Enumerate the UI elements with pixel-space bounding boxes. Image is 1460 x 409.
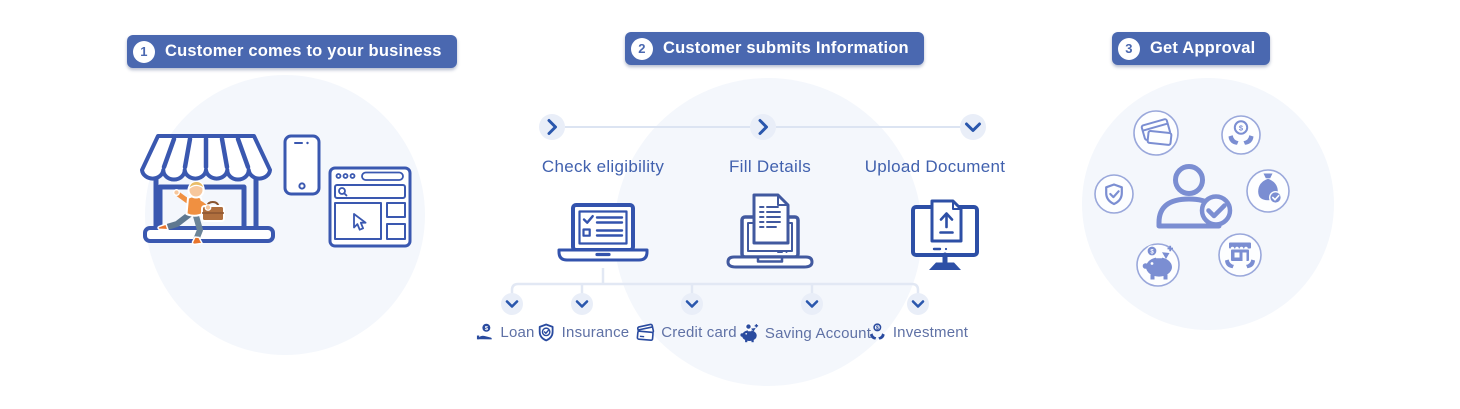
credit-cards-icon (1140, 118, 1173, 146)
storefront-icon (140, 134, 275, 243)
laptop-checklist-icon (557, 203, 649, 262)
browser-window-icon (328, 166, 412, 248)
product-saving-account: Saving Account (739, 323, 871, 343)
product-investment: $ Investment (868, 323, 968, 342)
branch-lines (510, 268, 920, 298)
chevron-right-icon (758, 119, 768, 135)
product-label: Loan (500, 324, 535, 341)
smartphone-icon (283, 134, 321, 196)
chevron-down-icon (965, 122, 981, 132)
credit-cards-icon (636, 323, 655, 342)
step-2-number: 2 (631, 37, 653, 60)
step-badge-2: 2 Customer submits Information (625, 32, 924, 65)
hands-coin-icon: $ (869, 323, 885, 340)
svg-text:$: $ (876, 325, 879, 331)
product-credit-card: Credit card (635, 323, 737, 342)
product-label: Saving Account (764, 324, 872, 342)
substep-label-upload-document: Upload Document (864, 157, 1006, 176)
product-label: Insurance (561, 324, 630, 341)
chevron-down-icon (805, 300, 819, 308)
svg-text:$: $ (1239, 124, 1244, 133)
step-1-number: 1 (133, 40, 155, 63)
approval-illustration: $ $ (1094, 110, 1290, 287)
step-3-number: 3 (1118, 37, 1140, 60)
substep-label-check-eligibility: Check eligibility (541, 157, 665, 176)
svg-text:$: $ (485, 326, 489, 332)
shield-check-icon (1105, 183, 1123, 206)
substep-label-fill-details: Fill Details (728, 157, 812, 176)
step-3-label: Get Approval (1150, 39, 1256, 57)
chevron-down-icon (575, 300, 589, 308)
money-bag-check-icon (1258, 173, 1282, 204)
chevron-right-icon (547, 119, 557, 135)
step-1-label: Customer comes to your business (165, 42, 442, 60)
chevron-down-icon (685, 300, 699, 308)
step-2-label: Customer submits Information (663, 39, 909, 57)
monitor-upload-icon (911, 199, 979, 270)
step-badge-3: 3 Get Approval (1112, 32, 1271, 65)
svg-text:$: $ (1150, 250, 1154, 256)
laptop-document-icon (726, 193, 814, 269)
hand-coin-icon: $ (476, 323, 492, 340)
product-label: Credit card (661, 324, 737, 341)
branch-chevrons (501, 293, 929, 315)
running-customer-icon (157, 180, 225, 246)
piggy-bank-icon (740, 323, 759, 343)
hands-coin-icon: $ (1228, 120, 1254, 145)
chevron-down-icon (911, 300, 925, 308)
flow-connectors (501, 114, 986, 315)
product-loan: $ Loan (475, 323, 534, 342)
product-label: Investment (892, 324, 969, 341)
shield-check-icon (538, 323, 554, 342)
person-approved-icon (1156, 164, 1233, 229)
product-insurance: Insurance (537, 323, 630, 342)
timeline-nodes (539, 114, 986, 140)
business-illustration (140, 134, 412, 248)
step-badge-1: 1 Customer comes to your business (127, 35, 457, 68)
chevron-down-icon (505, 300, 519, 308)
hands-store-icon (1225, 242, 1255, 269)
piggy-bank-coin-icon: $ (1142, 245, 1173, 280)
